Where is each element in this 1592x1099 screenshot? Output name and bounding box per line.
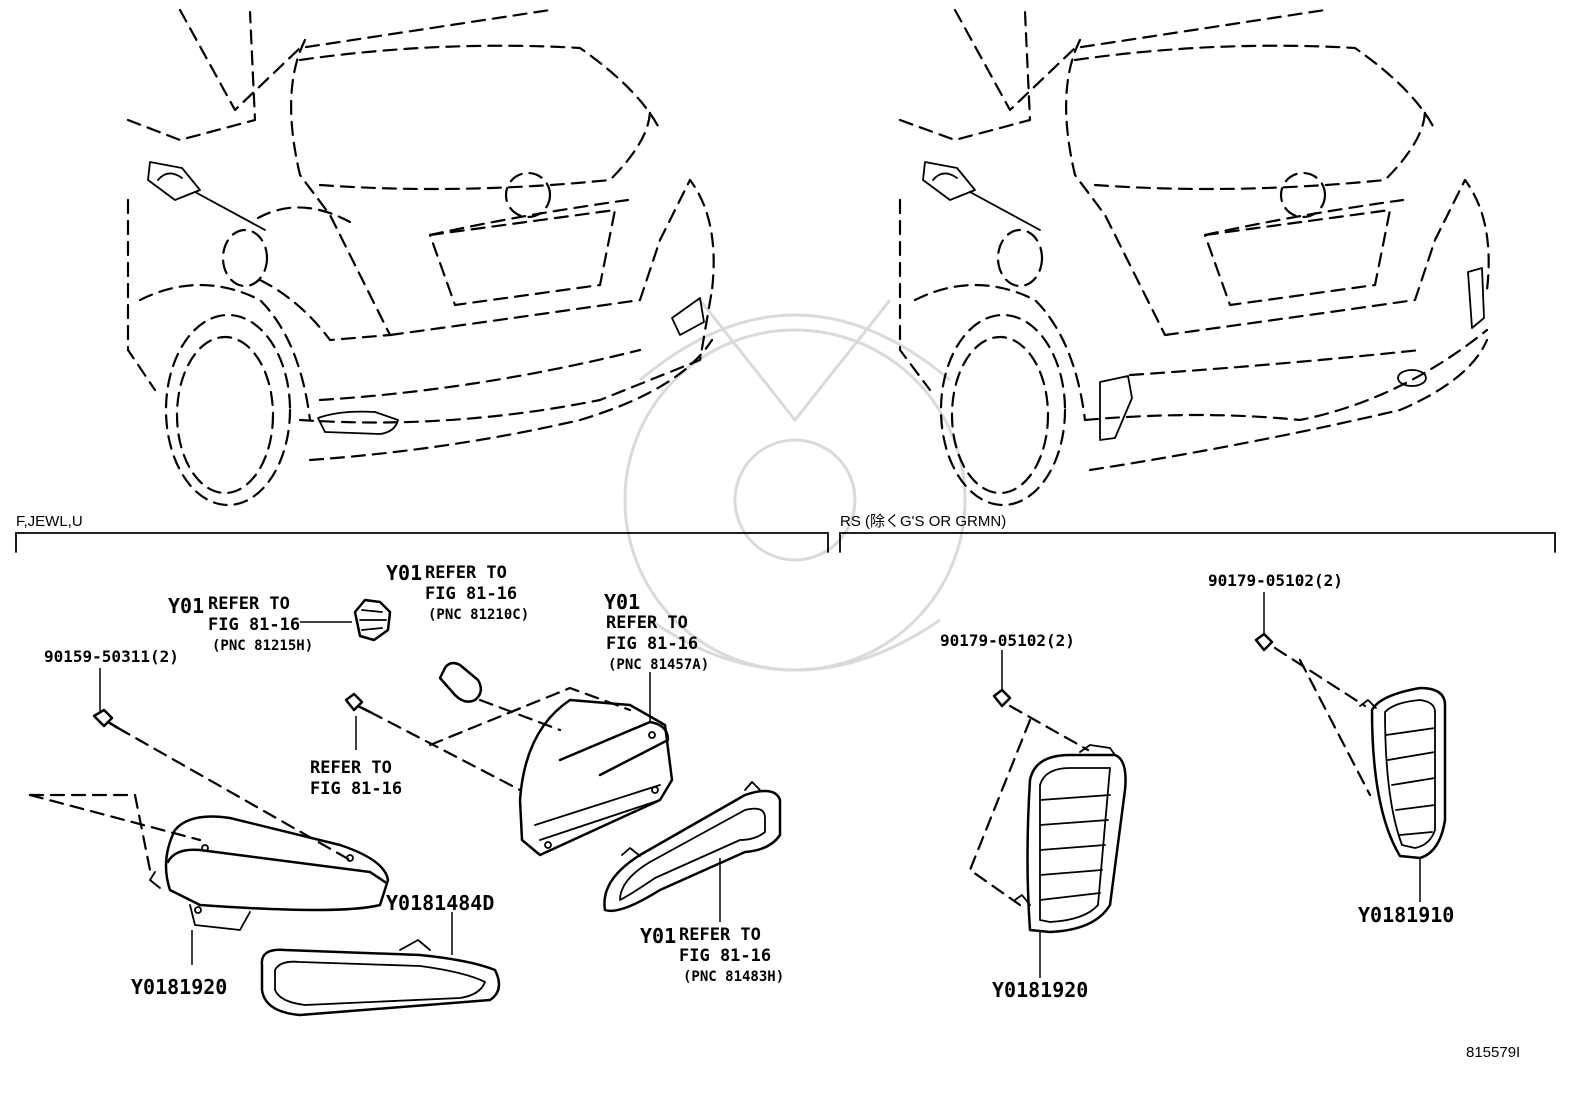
nut-icon xyxy=(1254,632,1274,652)
callout-ref-screw-2: FIG 81-16 xyxy=(310,779,402,799)
nut-icon xyxy=(992,688,1012,708)
callout-y01-lamp: Y01 xyxy=(604,590,640,614)
callout-ref-lamp-2: FIG 81-16 xyxy=(606,634,698,654)
section-title-left: F,JEWL,U xyxy=(16,513,83,530)
callout-y01-socket: Y01 xyxy=(168,594,204,618)
watermark-samurai-icon xyxy=(623,299,967,672)
callout-ref-bulb-1: REFER TO xyxy=(425,563,507,583)
callout-ref-ring-3: (PNC 81483H) xyxy=(683,969,784,985)
section-divider xyxy=(15,532,1556,553)
callout-screw-left: 90159-50311(2) xyxy=(44,647,179,666)
callout-ref-lamp-1: REFER TO xyxy=(606,613,688,633)
callout-ref-ring-2: FIG 81-16 xyxy=(679,946,771,966)
leader-lines-right xyxy=(968,592,1421,978)
callout-part-920-right: Y0181920 xyxy=(992,978,1088,1002)
callout-ref-socket-1: REFER TO xyxy=(208,594,290,614)
car-rear-left-icon xyxy=(126,8,715,507)
callout-part-910: Y0181910 xyxy=(1358,903,1454,927)
callout-screw-mid: 90179-05102(2) xyxy=(940,631,1075,650)
callout-ref-lamp-3: (PNC 81457A) xyxy=(608,657,709,673)
callout-part-920-left: Y0181920 xyxy=(131,975,227,999)
vent-garnish-part xyxy=(1014,744,1127,934)
callout-part-484d: Y0181484D xyxy=(386,891,494,915)
callout-ref-bulb-3: (PNC 81210C) xyxy=(428,607,529,623)
callout-y01-ring: Y01 xyxy=(640,924,676,948)
callout-labels: Y01 REFER TO FIG 81-16 (PNC 81215H) Y01 … xyxy=(44,561,1520,1061)
callout-y01-bulb: Y01 xyxy=(386,561,422,585)
callout-ref-screw-1: REFER TO xyxy=(310,758,392,778)
car-rear-right-icon xyxy=(898,8,1490,507)
lamp-assembly-part xyxy=(518,698,674,857)
section-title-right: RS (除くG'S OR GRMN) xyxy=(840,513,1006,530)
vent-garnish-part xyxy=(1359,686,1447,860)
bulb-icon xyxy=(438,661,483,703)
reflector-housing-part xyxy=(149,815,390,931)
screw-icon xyxy=(92,708,120,730)
reflector-lens-part xyxy=(260,939,501,1017)
socket-icon xyxy=(353,598,392,642)
leader-lines-left xyxy=(28,621,721,965)
callout-ref-socket-3: (PNC 81215H) xyxy=(212,638,313,654)
reflector-ring-part xyxy=(603,781,782,913)
callout-ref-bulb-2: FIG 81-16 xyxy=(425,584,517,604)
screw-icon xyxy=(344,692,372,714)
callout-ref-ring-1: REFER TO xyxy=(679,925,761,945)
figure-number: 815579I xyxy=(1466,1044,1520,1061)
callout-ref-socket-2: FIG 81-16 xyxy=(208,615,300,635)
callout-screw-right: 90179-05102(2) xyxy=(1208,571,1343,590)
